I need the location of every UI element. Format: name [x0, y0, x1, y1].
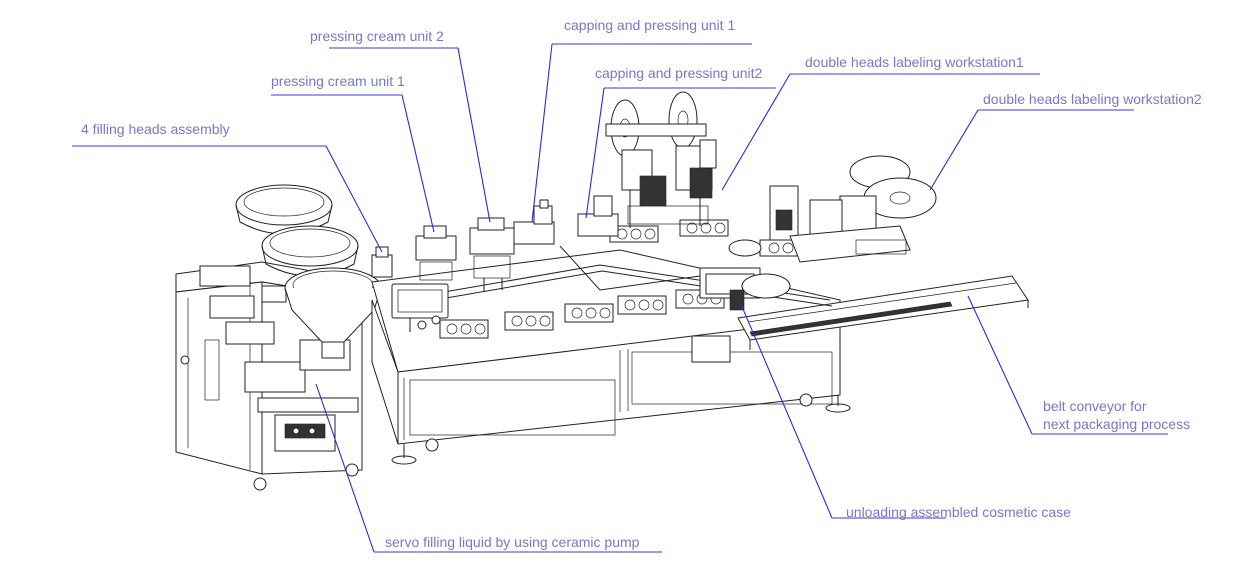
machine-illustration: [175, 91, 1029, 491]
label-belt-conveyor-line-1: belt conveyor for: [1043, 398, 1147, 414]
control-panel: [391, 283, 449, 332]
leader-pressing-cream-1: [401, 94, 435, 233]
label-capping-pressing-unit-1: capping and pressing unit 1: [564, 17, 736, 33]
leader-unloading: [739, 301, 833, 519]
label-capping-pressing-unit-2: capping and pressing unit2: [595, 65, 763, 81]
leader-pressing-cream-2: [457, 47, 491, 223]
label-pressing-cream-unit-1: pressing cream unit 1: [271, 73, 405, 89]
unloading-turntable: [699, 239, 791, 311]
label-double-heads-labeling-1: double heads labeling workstation1: [805, 54, 1024, 70]
leader-servo-filling: [315, 383, 375, 553]
labeling-workstation-1: [605, 91, 717, 228]
label-double-heads-labeling-2: double heads labeling workstation2: [983, 91, 1202, 107]
label-pressing-cream-unit-2: pressing cream unit 2: [310, 28, 444, 44]
leader-capping-2: [585, 87, 605, 219]
leader-lines: [72, 43, 1168, 553]
leader-labeling-2: [929, 109, 979, 191]
label-four-filling-heads: 4 filling heads assembly: [81, 121, 230, 137]
leader-labeling-1: [721, 73, 791, 191]
leader-capping-1: [531, 43, 553, 223]
leader-filling-heads: [325, 145, 383, 253]
hoppers: [235, 184, 382, 359]
belt-conveyor: [737, 275, 1029, 350]
label-belt-conveyor-line-2: next packaging process: [1043, 416, 1191, 432]
labeling-workstation-2: [769, 155, 937, 263]
leader-belt-conveyor: [967, 295, 1033, 435]
label-unloading-case: unloading assembled cosmetic case: [846, 504, 1071, 520]
label-servo-filling: servo filling liquid by using ceramic pu…: [385, 534, 640, 550]
